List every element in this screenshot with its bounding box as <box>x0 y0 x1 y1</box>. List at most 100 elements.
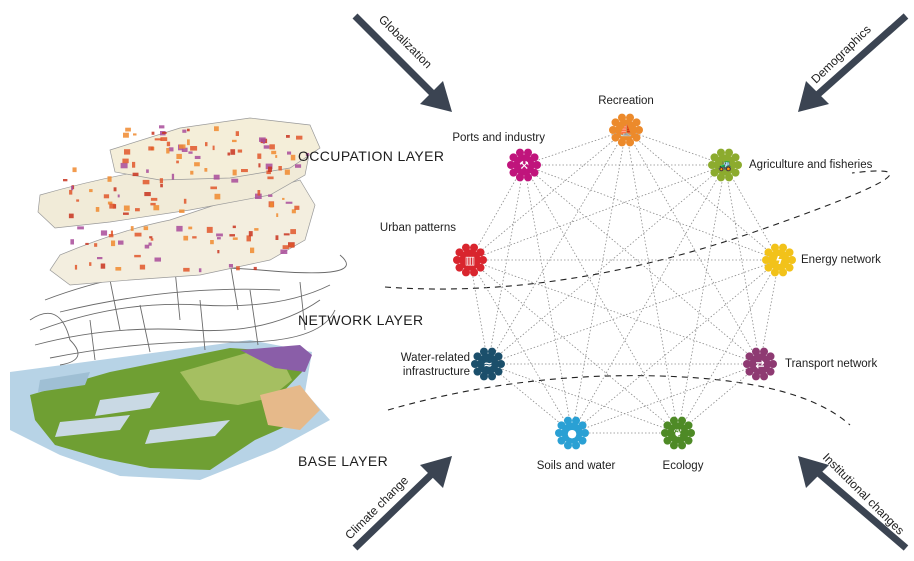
connection-recreation-ports <box>523 129 627 166</box>
connection-transport-ports <box>523 164 761 365</box>
urban-dot <box>74 264 78 270</box>
urban-dot <box>176 225 183 232</box>
node-ring-dot <box>524 148 533 157</box>
node-ring-dot <box>734 161 742 169</box>
urban-dot <box>254 228 259 231</box>
urban-dot <box>232 237 238 240</box>
node-label-recreation: Recreation <box>598 95 654 107</box>
urban-dot <box>232 139 237 143</box>
node-ring-dot <box>751 372 760 381</box>
urban-dot <box>76 199 80 202</box>
node-ring-dot <box>453 256 461 264</box>
urban-dot <box>275 235 279 240</box>
node-ring-dot <box>572 441 581 450</box>
node-ring-dot <box>760 372 769 381</box>
connection-transport-ecology <box>677 363 761 434</box>
water-drop-icon: ● <box>567 427 577 440</box>
connection-transport-urban <box>469 259 761 365</box>
node-ring-dot <box>770 243 779 252</box>
node-soils[interactable]: ● Soils and water <box>537 416 616 472</box>
node-ring-dot <box>716 173 725 182</box>
node-ecology[interactable]: ❦Ecology <box>661 416 704 472</box>
urban-dot <box>123 132 129 138</box>
urban-dot <box>89 262 92 266</box>
node-urban[interactable]: ▥Urban patterns <box>380 222 487 277</box>
urban-dot <box>148 146 154 151</box>
climate-change-arrowhead <box>420 456 452 488</box>
urban-dot <box>183 267 190 272</box>
network-layer-label: NETWORK LAYER <box>298 312 424 328</box>
urban-dot <box>182 129 187 133</box>
urban-dot <box>194 162 200 167</box>
node-ring-dot <box>725 148 734 157</box>
urban-dot <box>113 187 117 192</box>
urban-dot <box>259 137 266 142</box>
connection-water_infra-ports <box>487 164 525 365</box>
connection-energy-ports <box>523 164 780 261</box>
node-disc <box>749 353 771 375</box>
node-ring-dot <box>708 161 716 169</box>
urban-dot <box>231 178 239 183</box>
urban-dot <box>276 213 279 217</box>
urban-dot <box>212 145 215 151</box>
node-ports[interactable]: ⚒Ports and industry <box>452 132 545 182</box>
urban-dot <box>115 267 122 271</box>
urban-dot <box>125 127 131 132</box>
node-transport[interactable]: ⇄Transport network <box>743 347 877 381</box>
urban-dot <box>89 189 93 193</box>
urban-dot <box>162 131 167 134</box>
node-ring-dot <box>479 256 487 264</box>
urban-dot <box>72 167 77 173</box>
urban-dot <box>194 155 201 159</box>
urban-dot <box>253 266 257 271</box>
node-ring-dot <box>563 441 572 450</box>
urban-dot <box>227 152 231 156</box>
connection-recreation-urban <box>469 129 627 261</box>
occupation-layer-map <box>37 117 321 286</box>
node-ring-dot <box>555 429 563 437</box>
urban-dot <box>94 243 98 247</box>
urban-dot <box>166 148 170 154</box>
urban-dot <box>135 208 140 212</box>
urban-dot <box>144 192 151 197</box>
node-ring-dot <box>515 148 524 157</box>
node-ring-dot <box>779 243 788 252</box>
demographics-arrowhead <box>798 81 829 112</box>
urban-dot <box>134 232 142 237</box>
waves-icon: ≈ <box>483 358 492 371</box>
connection-energy-water_infra <box>487 259 780 365</box>
urban-dot <box>134 254 141 258</box>
urban-dot <box>168 147 174 152</box>
urban-dot <box>285 201 293 204</box>
urban-dot <box>271 150 277 155</box>
node-ring-dot <box>678 416 687 425</box>
node-label-soils: Soils and water <box>537 460 616 472</box>
connection-soils-water_infra <box>487 363 573 434</box>
urban-dot <box>257 153 262 159</box>
node-ring-dot <box>461 243 470 252</box>
node-ring-dot <box>617 113 626 122</box>
urban-dot <box>110 230 113 236</box>
urban-dot <box>204 168 208 172</box>
connection-agriculture-ecology <box>677 164 726 434</box>
urban-dot <box>266 170 271 175</box>
node-ring-dot <box>725 173 734 182</box>
node-disc <box>477 353 499 375</box>
urban-dot <box>305 153 310 156</box>
urban-dot <box>139 264 146 270</box>
node-recreation[interactable]: ⛵Recreation <box>598 95 654 147</box>
node-disc <box>714 154 736 176</box>
node-ring-dot <box>769 360 777 368</box>
urban-dot <box>142 179 150 185</box>
urban-dot <box>160 183 163 188</box>
urban-dot <box>241 169 248 173</box>
urban-dot <box>166 141 171 147</box>
node-agriculture[interactable]: 🚜Agriculture and fisheries <box>708 148 873 182</box>
urban-dot <box>198 268 202 273</box>
urban-dot <box>179 144 186 149</box>
connection-recreation-energy <box>625 129 780 261</box>
urban-area-dots <box>63 125 310 273</box>
